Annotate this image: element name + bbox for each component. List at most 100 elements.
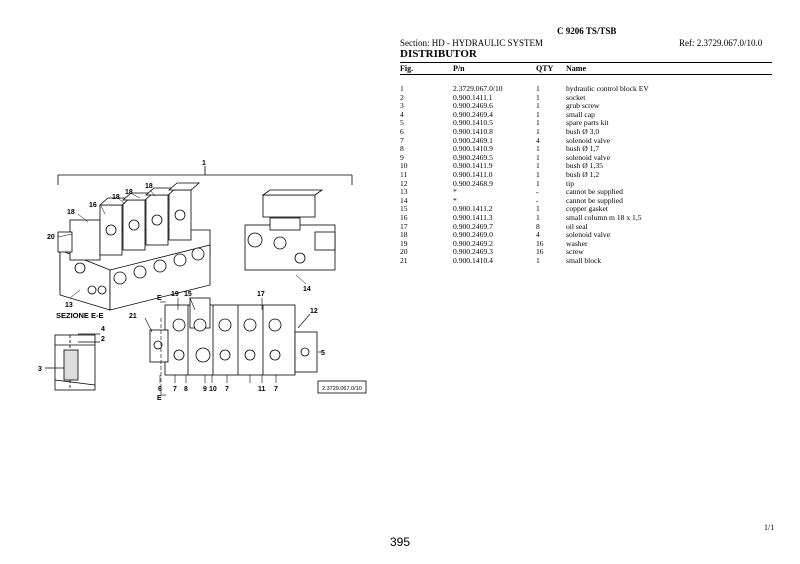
- table-row: 13*-cannot be supplied: [400, 188, 772, 197]
- header-rule-top: [400, 62, 772, 63]
- row-fig: 8: [400, 144, 404, 154]
- row-part-number: 0.900.1410.5: [453, 118, 493, 128]
- callout-19: 19: [171, 291, 179, 298]
- callout-5: 5: [321, 350, 325, 357]
- row-qty: -: [536, 187, 539, 197]
- row-name: bush Ø 1,2: [566, 169, 600, 179]
- row-name: bush Ø 3,0: [566, 126, 600, 136]
- row-fig: 1: [400, 84, 404, 93]
- row-part-number: 0.900.1411.2: [453, 204, 493, 214]
- callout-18: 18: [112, 194, 120, 201]
- row-qty: 16: [536, 247, 544, 257]
- callout-16: 16: [89, 202, 97, 209]
- row-qty: 1: [536, 169, 540, 179]
- row-name: small column m 18 x 1,5: [566, 212, 642, 222]
- table-row: 21 0.900.1410.4 1 small block: [400, 255, 772, 266]
- row-fig: 10: [400, 161, 408, 171]
- row-name: solenoid valve: [566, 152, 611, 162]
- row-name: socket: [566, 92, 586, 102]
- section-label: SEZIONE E-E: [56, 311, 104, 320]
- row-fig: 5: [400, 118, 404, 128]
- diagram-callouts: 1 18 18 18 18 16 20 13 14 SEZIONE E-E 4 …: [38, 160, 362, 402]
- row-fig: 3: [400, 101, 404, 111]
- row-name: bush Ø 1,35: [566, 161, 603, 171]
- row-part-number: 0.900.2469.4: [453, 109, 493, 119]
- row-name: spare parts kit: [566, 118, 609, 128]
- header-rule-bottom: [400, 74, 772, 75]
- row-fig: 15: [400, 204, 408, 214]
- table-row: 14 * - cannot be supplied: [400, 195, 772, 206]
- row-name: oil seal: [566, 221, 588, 231]
- row-name: hydraulic control block EV: [566, 84, 649, 93]
- row-name: small cap: [566, 109, 595, 119]
- row-fig: 7: [400, 135, 404, 145]
- callout-18: 18: [145, 183, 153, 190]
- row-qty: 1: [536, 109, 540, 119]
- row-part-number: 0.900.2469.2: [453, 238, 493, 248]
- callout-12: 12: [310, 308, 318, 315]
- column-header-qty: QTY: [536, 64, 554, 73]
- section-ee-detail: [45, 333, 100, 391]
- row-fig: 18: [400, 230, 408, 240]
- column-header-pn: P/n: [453, 64, 465, 73]
- row-fig: 21: [400, 255, 408, 265]
- row-name: small block: [566, 255, 602, 265]
- section-label: Section: HD - HYDRAULIC SYSTEM: [400, 38, 543, 48]
- row-name: solenoid valve: [566, 135, 611, 145]
- row-qty: 1: [536, 212, 540, 222]
- row-part-number: 0.900.2469.1: [453, 135, 493, 145]
- row-name: cannot be supplied: [566, 195, 623, 205]
- row-name: grub screw: [566, 101, 600, 111]
- row-qty: 8: [536, 221, 540, 231]
- row-qty: -: [536, 195, 539, 205]
- row-name: copper gasket: [566, 204, 608, 214]
- row-fig: 13: [400, 187, 408, 197]
- row-qty: 1: [536, 84, 540, 93]
- callout-7: 7: [173, 386, 177, 393]
- reference-number: Ref: 2.3729.067.0/10.0: [679, 38, 763, 48]
- callout-17: 17: [257, 291, 265, 298]
- row-fig: 6: [400, 126, 404, 136]
- row-part-number: 0.900.1411.0: [453, 169, 493, 179]
- row-qty: 1: [536, 152, 540, 162]
- callout-15: 15: [184, 291, 192, 298]
- part-number-label: 2.3729.067.0/10: [322, 386, 362, 392]
- row-fig: 9: [400, 152, 404, 162]
- callout-20: 20: [47, 234, 55, 241]
- row-part-number: 0.900.2468.9: [453, 178, 493, 188]
- section-marker-bottom: E: [157, 395, 162, 402]
- row-part-number: 0.900.2469.0: [453, 230, 493, 240]
- callout-7: 7: [225, 386, 229, 393]
- row-fig: 14: [400, 195, 408, 205]
- row-part-number: 0.900.1410.4: [453, 255, 493, 265]
- callout-14: 14: [303, 286, 311, 293]
- row-name: cannot be supplied: [566, 187, 623, 197]
- callout-9: 9: [203, 386, 207, 393]
- row-qty: 16: [536, 238, 544, 248]
- row-part-number: *: [453, 195, 457, 205]
- row-part-number: 0.900.1411.3: [453, 212, 493, 222]
- row-qty: 1: [536, 178, 540, 188]
- callout-4: 4: [101, 326, 105, 333]
- row-qty: 1: [536, 255, 540, 265]
- row-part-number: 0.900.2469.3: [453, 247, 493, 257]
- row-fig: 4: [400, 109, 404, 119]
- callout-6: 6: [158, 386, 162, 393]
- row-qty: 1: [536, 144, 540, 154]
- row-part-number: 0.900.1411.9: [453, 161, 493, 171]
